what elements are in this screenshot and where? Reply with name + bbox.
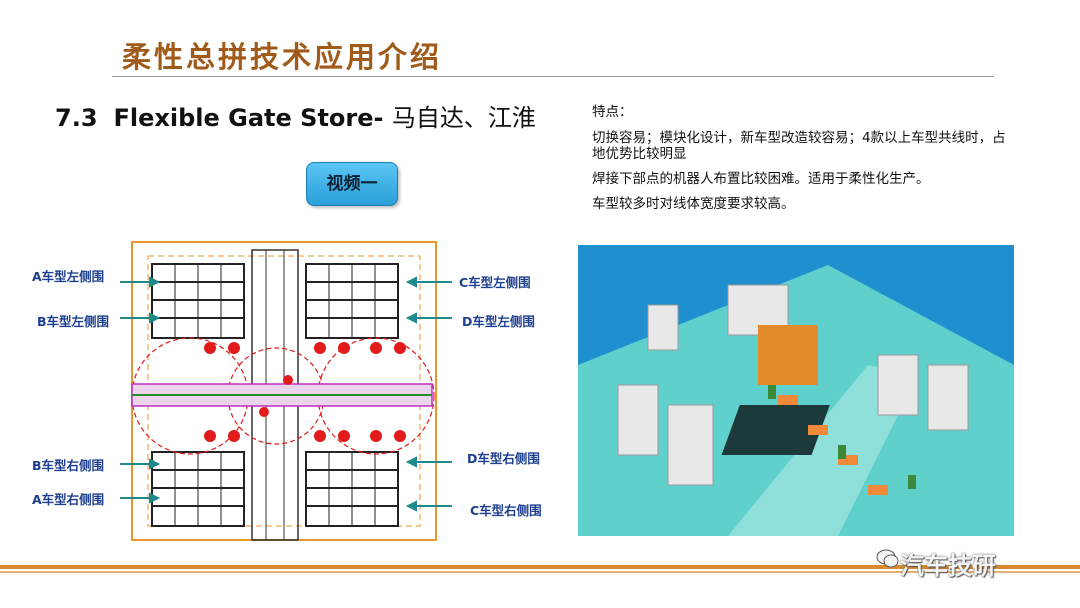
video-one-button[interactable]: 视频一 xyxy=(306,162,398,206)
rack-c-d-left xyxy=(305,263,399,339)
page-title: 柔性总拼技术应用介绍 xyxy=(122,40,443,74)
feature-item: 焊接下部点的机器人布置比较困难。适用于柔性化生产。 xyxy=(592,171,930,187)
footer-rule-thin xyxy=(0,571,1080,573)
features-panel: 特点： 切换容易；模块化设计，新车型改造较容易；4款以上车型共线时，占地优势比较… xyxy=(592,100,1012,221)
label-d-right: D车型右侧围 xyxy=(467,451,540,466)
section-number: 7.3 xyxy=(55,104,98,132)
welding-robots xyxy=(204,342,406,442)
footer-rule xyxy=(0,565,1080,569)
label-b-right: B车型右侧围 xyxy=(32,458,105,473)
station-layout-diagram xyxy=(120,241,452,541)
rack-a-b-left xyxy=(151,263,245,339)
section-title-en: Flexible Gate Store- xyxy=(113,104,384,132)
wechat-icon xyxy=(876,549,899,568)
label-d-left: D车型左侧围 xyxy=(462,314,535,329)
label-arrows xyxy=(120,276,452,512)
robot-reach-circle xyxy=(317,337,435,455)
watermark: 汽车技研 xyxy=(900,552,996,580)
feature-item: 切换容易；模块化设计，新车型改造较容易；4款以上车型共线时，占地优势比较明显 xyxy=(592,130,1006,162)
label-a-left: A车型左侧围 xyxy=(32,269,105,284)
section-title-cn: 马自达、江淮 xyxy=(391,104,536,132)
production-line-simulation-image xyxy=(578,245,1014,536)
label-b-left: B车型左侧围 xyxy=(37,314,110,329)
rack-a-b-right xyxy=(151,451,245,527)
feature-item: 车型较多时对线体宽度要求较高。 xyxy=(592,196,795,212)
features-heading: 特点： xyxy=(592,104,633,120)
label-c-right: C车型右侧围 xyxy=(470,503,542,518)
label-a-right: A车型右侧围 xyxy=(32,492,105,507)
rack-c-d-right xyxy=(305,451,399,527)
section-heading: 7.3 Flexible Gate Store- 马自达、江淮 xyxy=(55,98,536,133)
label-c-left: C车型左侧围 xyxy=(459,275,531,290)
title-divider xyxy=(112,76,994,77)
